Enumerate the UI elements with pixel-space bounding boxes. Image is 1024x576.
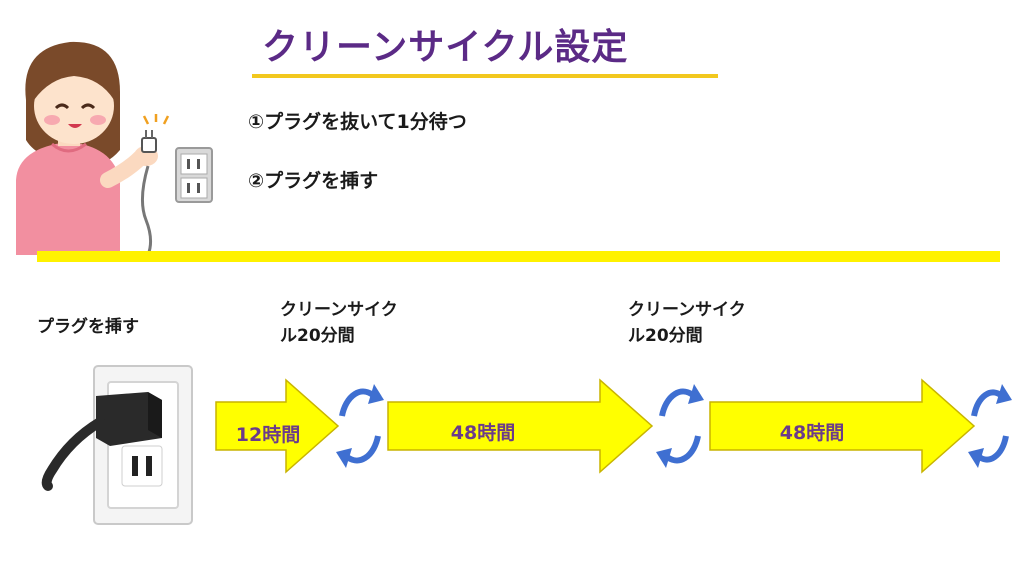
clean-cycle-label-2-line1: クリーンサイク (628, 300, 746, 320)
title-underline (252, 74, 718, 78)
interval-label-2: 48時間 (450, 422, 516, 444)
cycle-refresh-icon (968, 384, 1012, 468)
interval-arrow-2 (387, 378, 654, 474)
interval-label-1: 12時間 (235, 424, 301, 446)
interval-arrow-3 (709, 378, 976, 474)
woman-unplugging-illustration (16, 41, 213, 255)
clean-cycle-label-2: クリーンサイク ル20分間 (628, 297, 798, 349)
timeline-arrows (215, 378, 1012, 474)
step-1-text: ①プラグを抜いて1分待つ (248, 111, 467, 133)
clean-cycle-label-2-line2: ル20分間 (628, 326, 703, 346)
clean-cycle-label-1-line1: クリーンサイク (280, 300, 398, 320)
interval-label-3: 48時間 (779, 422, 845, 444)
plug-in-label: プラグを挿す (37, 317, 139, 337)
wall-outlet-icon (175, 147, 213, 203)
cycle-refresh-icon (656, 384, 704, 468)
clean-cycle-label-1: クリーンサイク ル20分間 (280, 297, 450, 349)
plug-outlet-illustration (41, 365, 193, 525)
cycle-refresh-icon (336, 384, 384, 468)
section-divider (37, 251, 1000, 262)
interval-arrow-1 (215, 378, 340, 474)
clean-cycle-label-1-line2: ル20分間 (280, 326, 355, 346)
step-2-text: ②プラグを挿す (248, 170, 379, 192)
page-title: クリーンサイクル設定 (262, 27, 629, 68)
